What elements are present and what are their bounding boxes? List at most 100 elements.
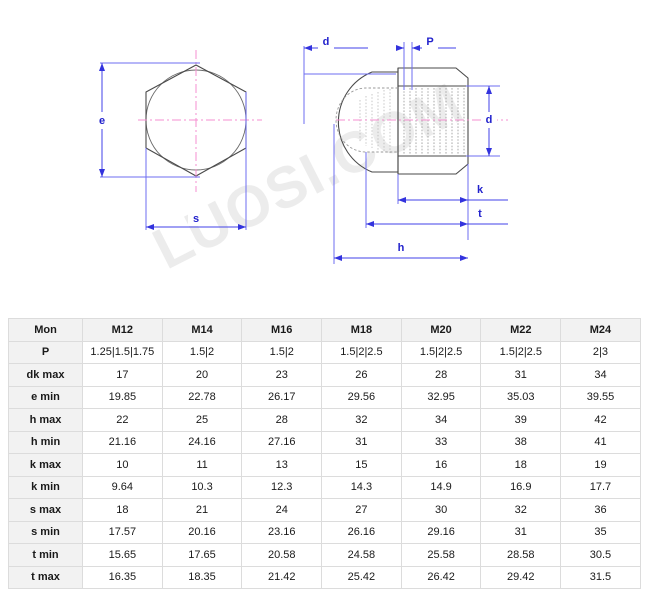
table-cell: 26.17 bbox=[241, 385, 323, 409]
table-cell: 42 bbox=[560, 408, 641, 432]
dimension-label-p: P bbox=[426, 36, 433, 48]
table-cell: 14.9 bbox=[400, 475, 482, 499]
table-cell: 26.42 bbox=[400, 565, 482, 589]
hidden-bore-outline bbox=[335, 87, 398, 153]
table-cell: 15.65 bbox=[82, 543, 163, 567]
table-cell: 15 bbox=[321, 453, 402, 477]
table-cell: 34 bbox=[400, 408, 482, 432]
table-cell: 2|3 bbox=[560, 340, 641, 364]
dimension-label-h: h bbox=[398, 242, 405, 254]
table-cell: 24 bbox=[241, 498, 323, 522]
table-cell: 36 bbox=[560, 498, 641, 522]
dimension-e: e bbox=[94, 62, 200, 178]
drawing-svg: LUOSI.COM e bbox=[94, 34, 508, 282]
table-cell: 11 bbox=[161, 453, 243, 477]
table-cell: 16 bbox=[400, 453, 482, 477]
table-cell: 28 bbox=[241, 408, 323, 432]
table-cell: 32 bbox=[321, 408, 402, 432]
table-cell: 33 bbox=[400, 430, 482, 454]
table-cell: 35 bbox=[560, 520, 641, 544]
table-cell: 38 bbox=[480, 430, 562, 454]
table-cell: 13 bbox=[241, 453, 323, 477]
hidden-thread-hatching bbox=[359, 89, 391, 153]
table-cell: 1.5|2|2.5 bbox=[321, 340, 402, 364]
table-row-header: s max bbox=[8, 498, 83, 522]
table-row-header: h max bbox=[8, 408, 83, 432]
table-cell: 1.5|2 bbox=[161, 340, 243, 364]
table-row-header: h min bbox=[8, 430, 83, 454]
table-cell: 20.58 bbox=[241, 543, 323, 567]
table-cell: 25 bbox=[161, 408, 243, 432]
dimension-label-s: s bbox=[193, 213, 199, 225]
table-cell: 14.3 bbox=[321, 475, 402, 499]
table-cell: 32 bbox=[480, 498, 562, 522]
table-cell: 31 bbox=[321, 430, 402, 454]
table-cell: 1.25|1.5|1.75 bbox=[82, 340, 163, 364]
table-cell: 1.5|2|2.5 bbox=[400, 340, 482, 364]
table-cell: 17.7 bbox=[560, 475, 641, 499]
table-cell: 19 bbox=[560, 453, 641, 477]
dimension-h: h bbox=[333, 124, 468, 264]
table-cell: 18.35 bbox=[161, 565, 243, 589]
table-cell: 31 bbox=[480, 363, 562, 387]
table-cell: 16.9 bbox=[480, 475, 562, 499]
table-cell: 30.5 bbox=[560, 543, 641, 567]
table-cell: 22.78 bbox=[161, 385, 243, 409]
table-cell: 24.16 bbox=[161, 430, 243, 454]
table-row-header: P bbox=[8, 340, 83, 364]
table-cell: 31 bbox=[480, 520, 562, 544]
table-cell: 18 bbox=[480, 453, 562, 477]
dimension-label-e: e bbox=[99, 115, 105, 127]
table-cell: 39.55 bbox=[560, 385, 641, 409]
table-cell: 28.58 bbox=[480, 543, 562, 567]
table-cell: 17 bbox=[82, 363, 163, 387]
table-cell: 29.56 bbox=[321, 385, 402, 409]
table-cell: 28 bbox=[400, 363, 482, 387]
table-column-header-m14: M14 bbox=[161, 318, 243, 342]
table-column-header-m12: M12 bbox=[82, 318, 163, 342]
table-cell: 41 bbox=[560, 430, 641, 454]
table-cell: 12.3 bbox=[241, 475, 323, 499]
table-cell: 27.16 bbox=[241, 430, 323, 454]
table-row-header: e min bbox=[8, 385, 83, 409]
table-row-header: dk max bbox=[8, 363, 83, 387]
table-cell: 21.16 bbox=[82, 430, 163, 454]
table-cell: 10.3 bbox=[161, 475, 243, 499]
table-cell: 30 bbox=[400, 498, 482, 522]
thread-hatching bbox=[403, 88, 465, 154]
table-cell: 18 bbox=[82, 498, 163, 522]
hex-nut-top-view: e s bbox=[94, 50, 262, 230]
dimension-p: P bbox=[396, 34, 456, 90]
table-cell: 25.58 bbox=[400, 543, 482, 567]
table-cell: 26.16 bbox=[321, 520, 402, 544]
table-cell: 19.85 bbox=[82, 385, 163, 409]
table-cell: 1.5|2 bbox=[241, 340, 323, 364]
table-cell: 31.5 bbox=[560, 565, 641, 589]
table-cell: 35.03 bbox=[480, 385, 562, 409]
table-cell: 9.64 bbox=[82, 475, 163, 499]
table-cell: 25.42 bbox=[321, 565, 402, 589]
table-cell: 23.16 bbox=[241, 520, 323, 544]
watermark: LUOSI.COM bbox=[143, 71, 473, 282]
table-row-header: t max bbox=[8, 565, 83, 589]
table-column-header-m24: M24 bbox=[560, 318, 641, 342]
table-cell: 32.95 bbox=[400, 385, 482, 409]
table-cell: 17.57 bbox=[82, 520, 163, 544]
dimension-label-k: k bbox=[477, 184, 484, 196]
table-cell: 22 bbox=[82, 408, 163, 432]
table-cell: 23 bbox=[241, 363, 323, 387]
dimension-label-d-horizontal: d bbox=[323, 36, 330, 48]
table-column-header-m20: M20 bbox=[400, 318, 482, 342]
table-row-header: k min bbox=[8, 475, 83, 499]
dimension-t: t bbox=[365, 152, 508, 228]
cap-nut-side-view: d P d bbox=[303, 34, 508, 264]
table-cell: 24.58 bbox=[321, 543, 402, 567]
dimension-d-horizontal: d bbox=[303, 34, 396, 124]
